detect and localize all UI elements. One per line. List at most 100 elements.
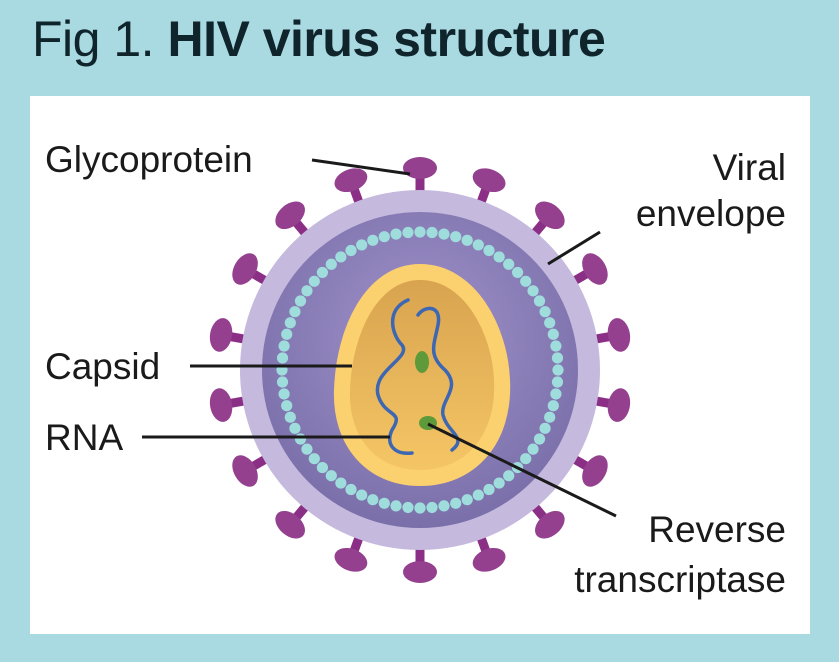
matrix-bead: [450, 497, 462, 509]
matrix-bead: [281, 328, 293, 340]
matrix-bead: [284, 317, 296, 329]
matrix-bead: [378, 231, 390, 243]
rna-strand-1: [375, 298, 414, 455]
matrix-bead: [390, 500, 402, 512]
figure-heading: HIV virus structure: [167, 11, 606, 67]
matrix-bead: [316, 266, 329, 279]
capsid-bead: [413, 265, 427, 279]
matrix-bead: [527, 285, 539, 297]
capsid-bead: [484, 431, 497, 445]
capsid-bead: [495, 378, 509, 392]
matrix-bead: [520, 275, 532, 287]
capsid-bead: [342, 338, 355, 352]
capsid-bead: [421, 471, 435, 484]
reverse-transcriptase-1: [415, 351, 429, 373]
capsid-bead: [336, 404, 350, 417]
matrix-bead: [426, 226, 438, 239]
capsid-bead: [366, 289, 379, 303]
matrix-bead: [461, 234, 473, 246]
matrix-bead: [547, 328, 559, 340]
figure-title: Fig 1. HIV virus structure: [32, 10, 606, 68]
matrix-protein-beads: [276, 226, 564, 514]
capsid-bead: [495, 389, 509, 403]
capsid-bead: [382, 275, 396, 288]
matrix-bead: [472, 239, 484, 251]
capsid-bead: [495, 367, 508, 381]
matrix-bead: [527, 443, 539, 455]
matrix-bead: [378, 497, 390, 509]
label-reverse-transcriptase-line2: transcriptase: [574, 559, 786, 600]
matrix-bead: [539, 306, 551, 318]
capsid-bead: [379, 464, 392, 477]
envelope-leader: [547, 230, 601, 266]
label-viral-envelope-line1: Viral: [713, 147, 786, 188]
matrix-bead: [284, 411, 296, 423]
matrix-bead: [438, 500, 450, 512]
capsid-bead: [360, 452, 374, 465]
label-reverse-transcriptase-line1: Reverse: [648, 509, 786, 550]
matrix-bead: [278, 388, 290, 400]
capsid-bead: [353, 444, 366, 457]
matrix-bead: [503, 258, 515, 270]
matrix-bead: [551, 352, 564, 364]
capsid-bead: [443, 466, 456, 480]
capsid-bead: [342, 425, 355, 438]
label-rna: RNA: [45, 417, 123, 458]
capsid-bead: [454, 280, 467, 293]
matrix-bead: [294, 433, 307, 445]
matrix-bead: [402, 226, 414, 239]
matrix-bead: [289, 422, 301, 434]
capsid-bead: [453, 462, 466, 475]
matrix-bead: [483, 483, 495, 496]
matrix-bead: [550, 340, 562, 352]
matrix-bead: [472, 489, 484, 501]
matrix-bead: [308, 453, 320, 465]
matrix-bead: [367, 234, 379, 246]
capsid-bead: [402, 266, 416, 280]
label-capsid: Capsid: [45, 346, 160, 387]
capsid-bead: [494, 356, 507, 370]
capsid-bead: [335, 393, 349, 406]
matrix-bead: [544, 317, 556, 329]
matrix-bead: [414, 226, 426, 238]
matrix-bead: [551, 376, 564, 388]
capsid-bead: [389, 468, 402, 481]
matrix-bead: [367, 494, 379, 506]
figure-number: Fig 1.: [32, 11, 155, 67]
rna-strand-2: [416, 306, 460, 452]
label-glycoprotein: Glycoprotein: [45, 139, 253, 180]
capsid-bead: [339, 349, 353, 362]
matrix-bead: [308, 275, 320, 287]
capsid-bead: [492, 411, 505, 424]
matrix-bead: [325, 470, 337, 482]
matrix-bead: [345, 244, 357, 257]
capsid-bead: [469, 296, 482, 309]
matrix-bead: [390, 228, 402, 240]
matrix-bead: [483, 244, 495, 257]
matrix-bead: [493, 477, 505, 489]
capsid-bead: [475, 305, 489, 318]
glycoprotein-leader: [311, 158, 411, 176]
matrix-bead: [450, 231, 462, 243]
matrix-bead: [325, 258, 337, 270]
capsid-bead: [336, 371, 350, 384]
matrix-bead: [276, 352, 289, 364]
reverse-transcriptase-leader: [427, 422, 617, 518]
capsid-bead: [485, 325, 498, 338]
matrix-bead: [533, 433, 546, 445]
capsid-bead: [435, 269, 448, 283]
matrix-bead: [278, 340, 290, 352]
capsid-bead: [399, 470, 413, 484]
matrix-bead: [552, 364, 564, 376]
matrix-bead: [426, 501, 438, 514]
capsid-bead: [369, 459, 382, 472]
matrix-bead: [276, 376, 289, 388]
label-viral-envelope-line2: envelope: [636, 193, 786, 234]
matrix-bead: [533, 295, 546, 307]
capsid-bead: [491, 346, 505, 359]
matrix-bead: [335, 251, 347, 263]
matrix-bead: [345, 483, 357, 496]
capsid-bead: [462, 456, 476, 469]
matrix-bead: [301, 443, 313, 455]
